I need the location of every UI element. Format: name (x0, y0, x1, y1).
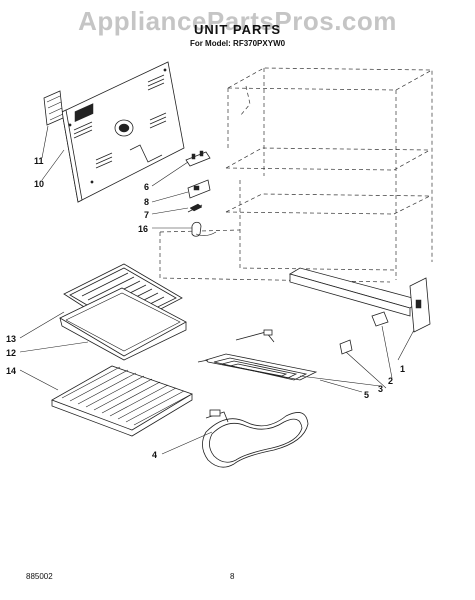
broil-pan (59, 287, 187, 361)
callout-2: 2 (388, 376, 393, 386)
callout-3: 3 (378, 384, 383, 394)
clip-part (187, 203, 203, 213)
oven-cavity (159, 67, 433, 283)
callout-1: 1 (400, 364, 405, 374)
vent-channel (289, 267, 421, 317)
sensor-part (191, 221, 217, 237)
terminal-block-part (187, 179, 211, 199)
bracket-part (43, 90, 64, 126)
bake-element (202, 409, 309, 468)
broil-element (197, 329, 318, 381)
callout-10: 10 (34, 179, 44, 189)
document-number: 885002 (26, 572, 53, 581)
leader-lines (19, 125, 415, 455)
switch-part (185, 150, 211, 167)
rear-panel (61, 61, 185, 203)
callout-11: 11 (34, 156, 44, 166)
callout-6: 6 (144, 182, 149, 192)
small-clip (339, 339, 353, 355)
callout-14: 14 (6, 366, 16, 376)
callout-16: 16 (138, 224, 148, 234)
page-title: UNIT PARTS (193, 22, 282, 37)
callout-13: 13 (6, 334, 16, 344)
callout-4: 4 (152, 450, 157, 460)
door-side-panel (409, 277, 431, 333)
callout-7: 7 (144, 210, 149, 220)
model-subtitle: For Model: RF370PXYW0 (189, 39, 286, 48)
small-bracket (371, 311, 389, 327)
callout-5: 5 (364, 390, 369, 400)
watermark: AppliancePartsPros.com (78, 6, 397, 36)
callout-12: 12 (6, 348, 16, 358)
oven-rack (51, 365, 193, 437)
page-number: 8 (230, 572, 235, 581)
callout-8: 8 (144, 197, 149, 207)
